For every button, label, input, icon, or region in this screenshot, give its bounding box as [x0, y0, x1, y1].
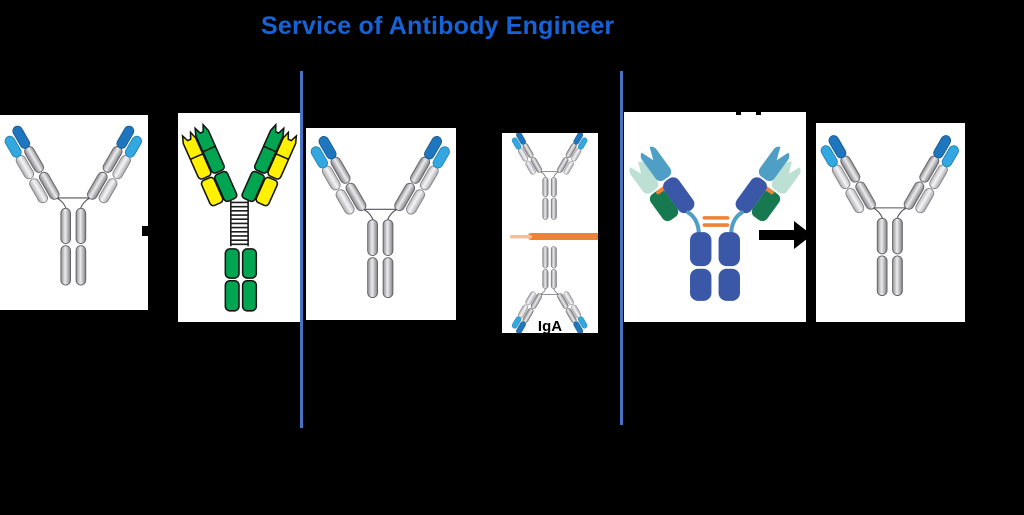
engineered-antibody-icon: [624, 143, 806, 301]
iga-label: IgA: [537, 318, 563, 333]
igg-antibody-icon: [306, 128, 456, 320]
clipped-text-remnant: [736, 112, 741, 115]
page-title: Service of Antibody Engineer: [261, 12, 615, 40]
coiled-hinge-antibody-icon: [178, 123, 300, 312]
panel-igg-3: [816, 123, 965, 322]
panel-igg-1: [0, 115, 148, 310]
panel-iga-dimer: IgA: [502, 133, 598, 333]
panel-coiled-hinge-antibody: [178, 113, 300, 322]
panel-igg-2: [306, 128, 456, 320]
section-divider-2: [620, 71, 623, 425]
panel-engineered-antibody: [624, 112, 806, 322]
igg-antibody-icon: [816, 123, 965, 322]
igg-antibody-icon: [0, 115, 148, 310]
section-divider-1: [300, 71, 303, 428]
arrow-right-icon: [759, 220, 813, 255]
iga-dimer-icon: [502, 133, 598, 333]
clipped-text-remnant: [756, 112, 761, 115]
